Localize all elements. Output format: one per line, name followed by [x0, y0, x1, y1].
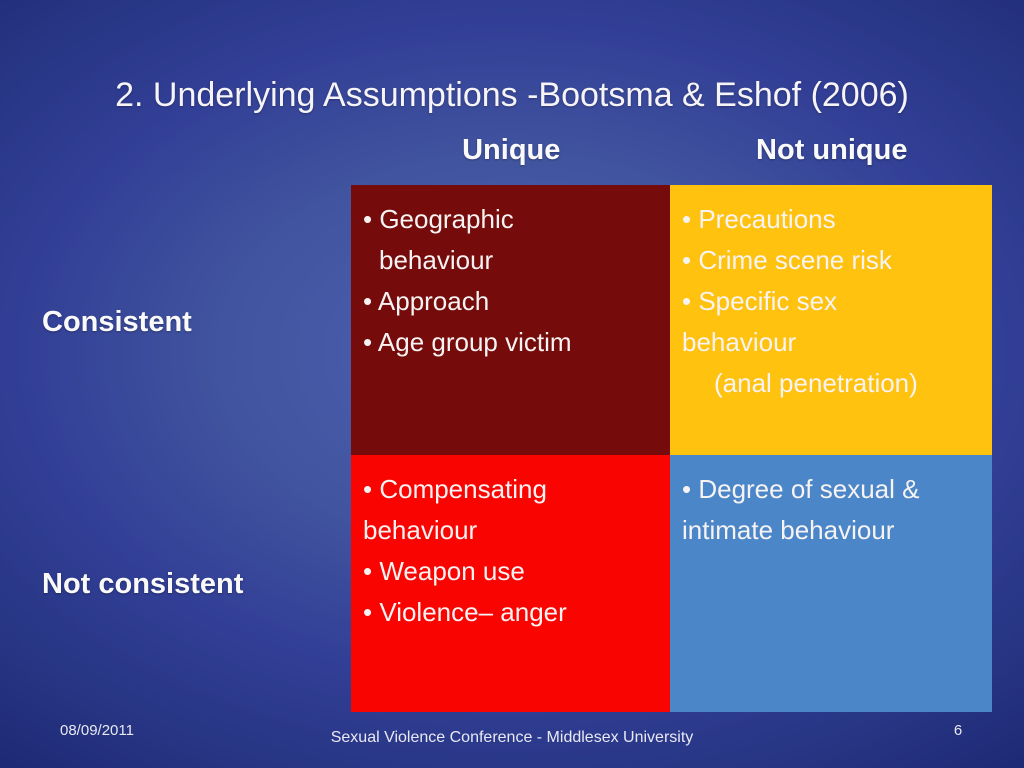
bullet-line: intimate behaviour [682, 515, 895, 545]
bullet-line: • Compensating [363, 474, 547, 504]
bullet-line: • Specific sex [682, 286, 838, 316]
bullet-line: • Degree of sexual & [682, 474, 920, 504]
bullet-line: behaviour [682, 327, 797, 357]
quadrant-not-consistent-unique: • Compensating behaviour • Weapon use • … [351, 455, 670, 712]
row-header-not-consistent: Not consistent [42, 568, 244, 600]
quadrant-consistent-not-unique: • Precautions • Crime scene risk • Speci… [670, 185, 992, 455]
footer-page-number: 6 [953, 722, 963, 739]
bullet-line: • Precautions [682, 204, 836, 234]
quadrant-matrix: • Geographic behaviour • Approach • Age … [351, 185, 992, 712]
bullet-line: • Geographic [363, 204, 514, 234]
bullet-line: behaviour [363, 515, 478, 545]
bullet-line: • Violence– anger [363, 597, 567, 627]
row-header-consistent: Consistent [42, 306, 192, 338]
column-header-not-unique: Not unique [756, 134, 908, 166]
bullet-line: (anal penetration) [714, 368, 918, 398]
quadrant-not-consistent-not-unique: • Degree of sexual & intimate behaviour [670, 455, 992, 712]
bullet-line: • Approach [363, 286, 490, 316]
footer-date: 08/09/2011 [60, 722, 134, 739]
column-header-unique: Unique [462, 134, 561, 166]
footer-conference: Sexual Violence Conference - Middlesex U… [330, 729, 694, 746]
bullet-line: behaviour [379, 245, 494, 275]
bullet-line: • Weapon use [363, 556, 525, 586]
bullet-line: • Crime scene risk [682, 245, 892, 275]
slide-title: 2. Underlying Assumptions -Bootsma & Esh… [115, 76, 909, 114]
matrix-column-headers: Unique Not unique [351, 134, 992, 167]
bullet-line: • Age group victim [363, 327, 572, 357]
quadrant-consistent-unique: • Geographic behaviour • Approach • Age … [351, 185, 670, 455]
